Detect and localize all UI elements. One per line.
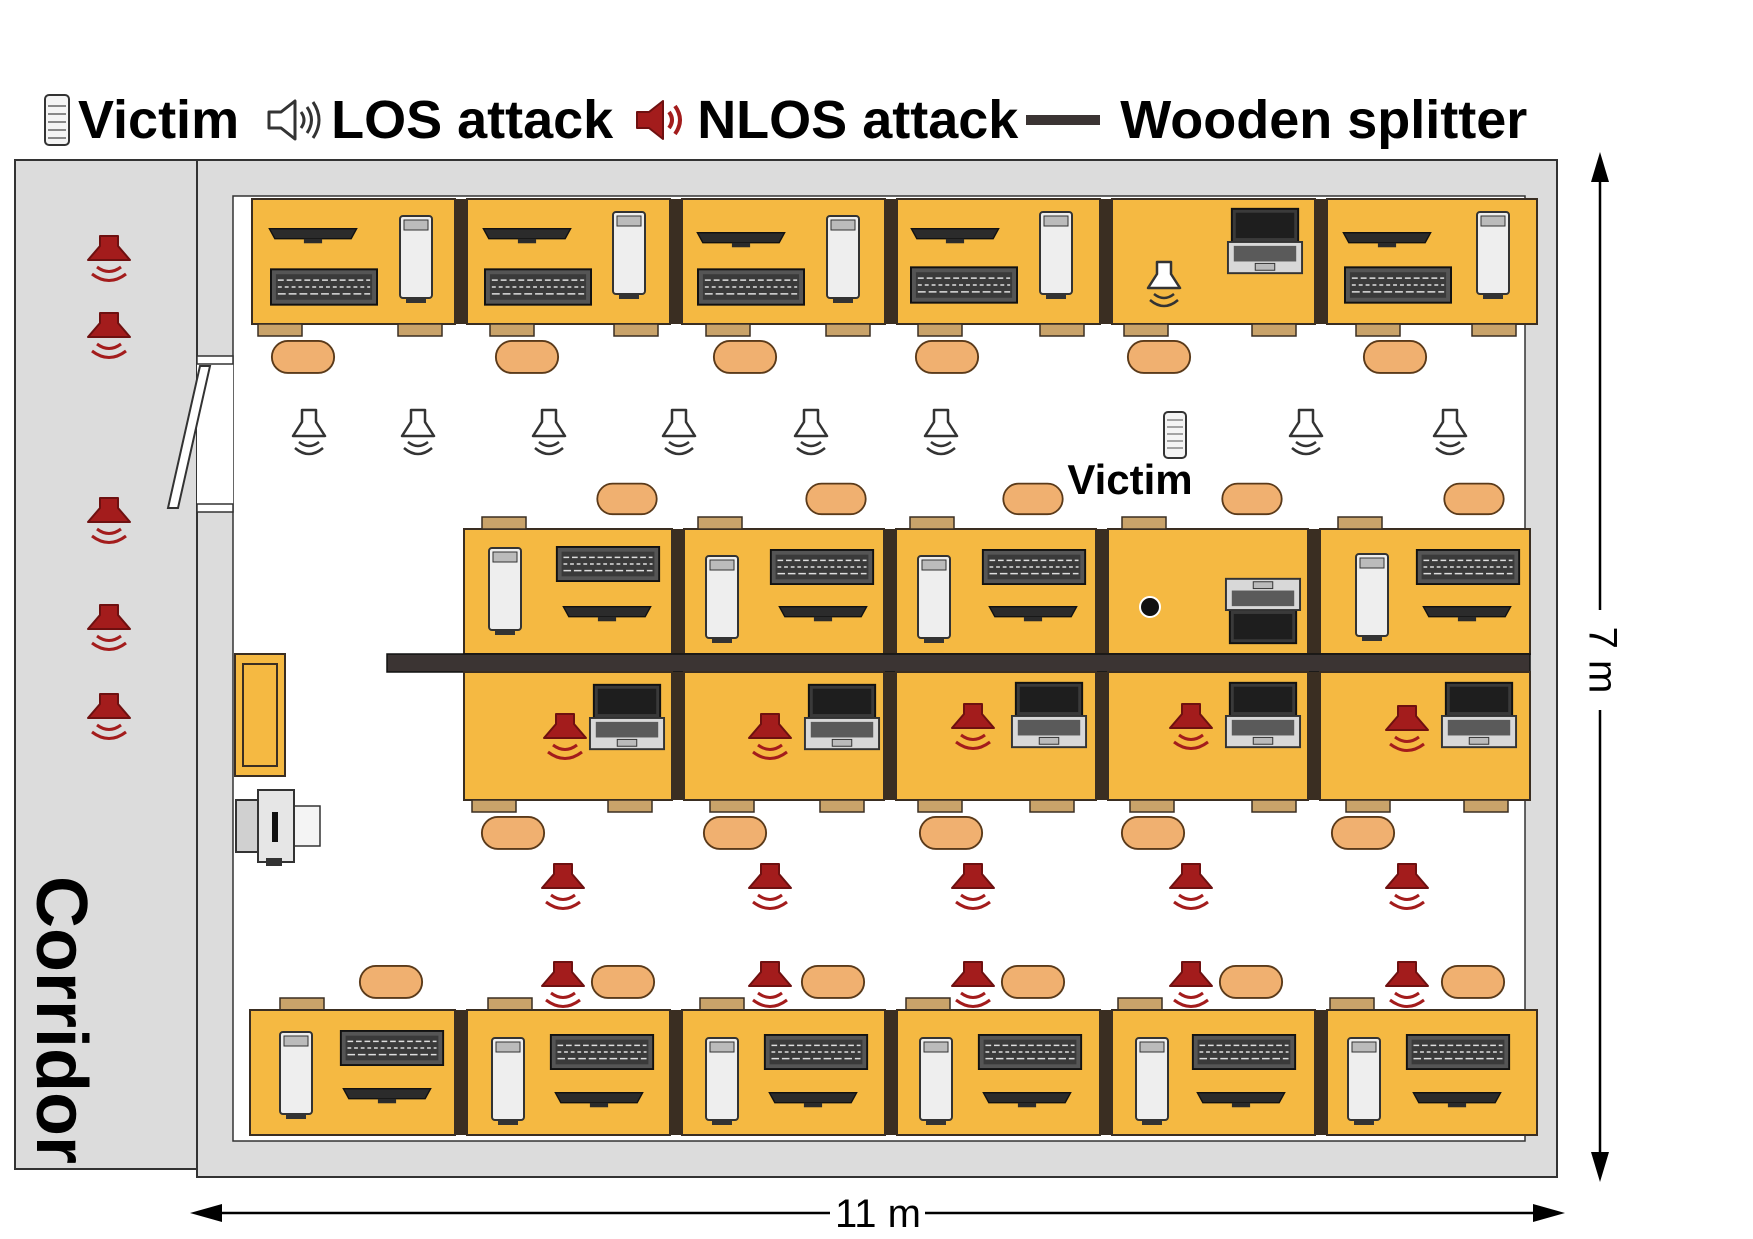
middle-lower-desk-1 <box>463 671 673 801</box>
width-label: 11 m <box>835 1192 921 1236</box>
legend-los: LOS attack <box>263 89 613 151</box>
chair <box>1362 339 1428 374</box>
middle-upper-desk-row <box>463 516 1531 655</box>
chair <box>918 815 984 850</box>
middle-upper-desk-5 <box>1319 516 1531 655</box>
middle-lower-desk-3 <box>895 671 1097 801</box>
chair <box>358 964 424 999</box>
chair <box>800 964 866 999</box>
corridor-label: Corridor <box>21 876 101 1164</box>
legend-victim-label: Victim <box>78 90 240 150</box>
height-label: 7 m <box>1580 627 1624 694</box>
chair <box>1126 339 1192 374</box>
door-frame-top <box>196 355 234 365</box>
door-frame-bottom <box>196 503 234 513</box>
legend-splitter-label: Wooden splitter <box>1120 90 1528 150</box>
chair <box>712 339 778 374</box>
top-desk-row <box>251 198 1538 374</box>
legend-splitter: Wooden splitter <box>1024 89 1527 151</box>
chair <box>494 339 560 374</box>
middle-upper-desk-4 <box>1107 516 1309 655</box>
chair <box>1221 482 1283 516</box>
chair <box>480 815 546 850</box>
door <box>166 365 212 509</box>
chair <box>1002 482 1064 516</box>
speaker-red-icon <box>636 100 683 140</box>
smart-speaker-icon <box>44 94 70 146</box>
middle-upper-desk-3 <box>895 516 1097 655</box>
height-dimension: 7 m <box>1580 152 1624 1182</box>
width-dimension: 11 m <box>190 1192 1565 1236</box>
printer <box>235 789 321 866</box>
chair <box>1120 815 1186 850</box>
chair <box>914 339 980 374</box>
legend-victim: Victim <box>40 89 239 151</box>
legend-nlos: NLOS attack <box>631 89 1018 151</box>
bottom-desk-4 <box>896 1009 1101 1136</box>
chair <box>702 815 768 850</box>
cabinet-inner <box>242 663 278 767</box>
middle-upper-desk-1 <box>463 516 673 655</box>
legend-nlos-label: NLOS attack <box>697 90 1019 150</box>
victim-device-icon <box>1163 411 1187 459</box>
top-desk-6 <box>1326 198 1538 374</box>
chair <box>590 964 656 999</box>
middle-lower-desk-4 <box>1107 671 1309 801</box>
chair <box>805 482 867 516</box>
chair <box>1000 964 1066 999</box>
chair <box>270 339 336 374</box>
chair <box>596 482 658 516</box>
top-desk-3 <box>681 198 886 374</box>
top-desk-5 <box>1111 198 1316 374</box>
middle-upper-desk-2 <box>683 516 885 655</box>
chair <box>1218 964 1284 999</box>
legend: Victim LOS attack NLOS attack Woode <box>40 80 1527 160</box>
chair <box>1443 482 1505 516</box>
top-desk-2 <box>466 198 671 374</box>
bottom-desk-6 <box>1326 1009 1538 1136</box>
middle-lower-desk-row <box>463 671 1531 801</box>
middle-lower-desk-2 <box>683 671 885 801</box>
top-desk-1 <box>251 198 456 374</box>
middle-lower-desk-5 <box>1319 671 1531 801</box>
speaker-outline-icon <box>267 99 321 141</box>
bottom-desk-2 <box>466 1009 671 1136</box>
bottom-desk-3 <box>681 1009 886 1136</box>
chair <box>1440 964 1506 999</box>
legend-los-label: LOS attack <box>331 90 614 150</box>
victim-device-label: Victim <box>1067 456 1192 503</box>
bottom-desk-5 <box>1111 1009 1316 1136</box>
chair <box>1330 815 1396 850</box>
bottom-desk-row <box>249 997 1538 1136</box>
wooden-splitter-swatch <box>1026 115 1101 125</box>
wooden-splitter <box>386 653 1531 673</box>
victim-dot <box>1139 596 1161 618</box>
top-desk-4 <box>896 198 1101 374</box>
bottom-desk-1 <box>249 1009 456 1136</box>
